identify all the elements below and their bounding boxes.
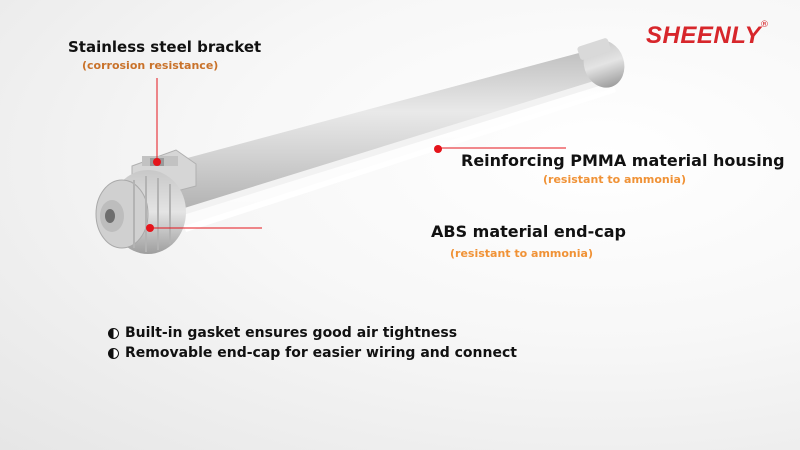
brand-logo: SHEENLY: [646, 22, 762, 49]
end-cap-callout-title: ABS material end-cap: [431, 222, 626, 241]
feature-list: Built-in gasket ensures good air tightne…: [108, 323, 517, 363]
near-end-cap: [95, 170, 186, 254]
feature-text: Removable end-cap for easier wiring and …: [125, 345, 517, 361]
tube-housing: [150, 50, 616, 232]
registered-mark: ®: [760, 20, 769, 30]
callout-leaders: [146, 78, 566, 232]
housing-callout-subtitle: (resistant to ammonia): [543, 173, 686, 186]
half-circle-bullet-icon: [108, 347, 119, 359]
feature-text: Built-in gasket ensures good air tightne…: [125, 325, 458, 341]
housing-callout-title: Reinforcing PMMA material housing: [461, 151, 785, 170]
end-cap-marker: [146, 224, 154, 232]
far-end-cap: [577, 38, 625, 88]
feature-item: Built-in gasket ensures good air tightne…: [108, 323, 517, 343]
half-circle-bullet-icon: [108, 327, 119, 339]
bracket-marker: [153, 158, 161, 166]
end-cap-callout-subtitle: (resistant to ammonia): [450, 247, 593, 260]
bracket-callout-title: Stainless steel bracket: [68, 38, 262, 56]
feature-item: Removable end-cap for easier wiring and …: [108, 343, 517, 363]
housing-marker: [434, 145, 442, 153]
bracket-callout-subtitle: (corrosion resistance): [82, 59, 219, 72]
